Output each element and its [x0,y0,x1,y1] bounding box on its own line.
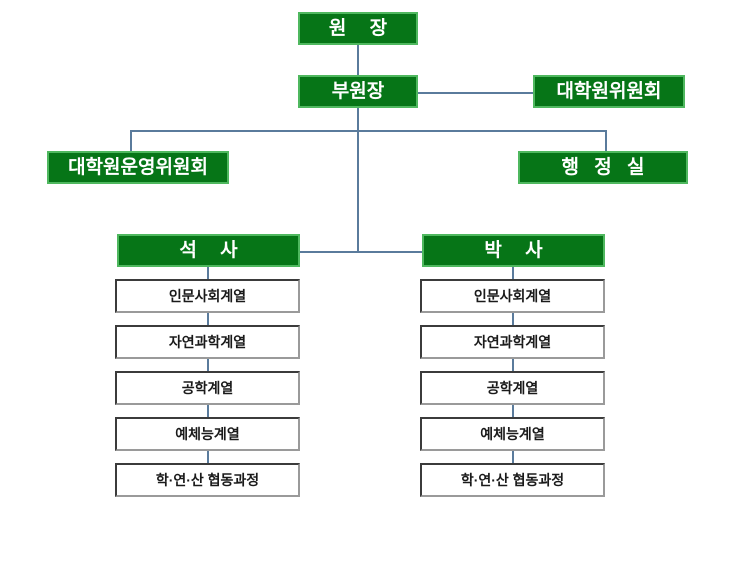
masters-program-label: 공학계열 [181,380,234,396]
node-director[interactable]: 원 장 [298,12,418,45]
doctorate-program-label: 예체능계열 [480,426,545,442]
masters-program-label: 자연과학계열 [168,334,247,350]
connector-director-to-vice [357,44,359,77]
node-masters[interactable]: 석 사 [117,234,300,267]
doctorate-program-item[interactable]: 공학계열 [420,371,605,405]
connector-masters-program-1-to-2 [207,313,209,325]
connector-masters-program-3-to-4 [207,405,209,417]
masters-program-item[interactable]: 학·연·산 협동과정 [115,463,300,497]
connector-masters-to-program-1 [207,267,209,279]
connector-masters-program-2-to-3 [207,359,209,371]
connector-doctorate-program-4-to-5 [512,451,514,463]
connector-doctorate-program-2-to-3 [512,359,514,371]
masters-program-item[interactable]: 인문사회계열 [115,279,300,313]
node-doctorate-label: 박 사 [484,240,552,261]
masters-program-item[interactable]: 공학계열 [115,371,300,405]
connector-level3-bus [299,251,423,253]
masters-program-item[interactable]: 자연과학계열 [115,325,300,359]
node-masters-label: 석 사 [179,240,247,261]
node-vice-director-label: 부원장 [331,81,385,102]
node-graduate-committee-label: 대학원위원회 [556,81,662,102]
node-operations-committee-label: 대학원운영위원회 [68,157,208,178]
node-admin-office[interactable]: 행 정 실 [518,151,688,184]
connector-doctorate-program-3-to-4 [512,405,514,417]
connector-vice-trunk [357,106,359,252]
node-admin-office-label: 행 정 실 [561,157,650,178]
connector-doctorate-program-1-to-2 [512,313,514,325]
connector-bus-to-ops-committee [130,130,132,152]
connector-level2-bus [130,130,607,132]
masters-program-label: 예체능계열 [175,426,240,442]
doctorate-program-item[interactable]: 인문사회계열 [420,279,605,313]
node-operations-committee[interactable]: 대학원운영위원회 [47,151,229,184]
masters-program-item[interactable]: 예체능계열 [115,417,300,451]
doctorate-program-label: 공학계열 [486,380,539,396]
node-director-label: 원 장 [328,18,397,39]
connector-doctorate-to-program-1 [512,267,514,279]
connector-bus-to-admin-office [605,130,607,152]
node-graduate-committee[interactable]: 대학원위원회 [533,75,685,108]
connector-masters-program-4-to-5 [207,451,209,463]
masters-program-label: 인문사회계열 [168,288,247,304]
node-doctorate[interactable]: 박 사 [422,234,605,267]
doctorate-program-label: 학·연·산 협동과정 [460,472,565,488]
doctorate-program-item[interactable]: 자연과학계열 [420,325,605,359]
doctorate-program-label: 자연과학계열 [473,334,552,350]
doctorate-program-label: 인문사회계열 [473,288,552,304]
connector-vice-to-grad-committee [416,92,535,94]
doctorate-program-item[interactable]: 예체능계열 [420,417,605,451]
node-vice-director[interactable]: 부원장 [298,75,418,108]
doctorate-program-item[interactable]: 학·연·산 협동과정 [420,463,605,497]
masters-program-label: 학·연·산 협동과정 [155,472,260,488]
